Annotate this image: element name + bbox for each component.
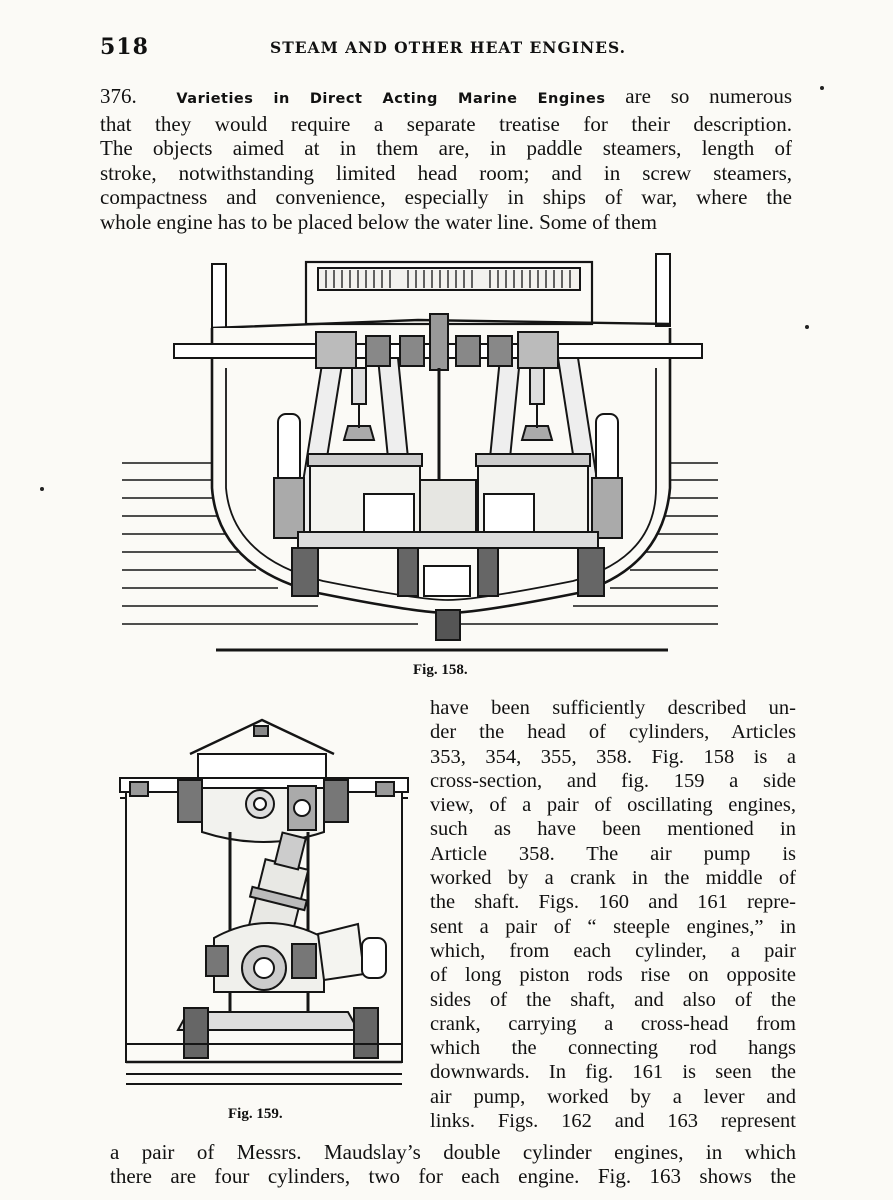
- column-line: worked by a crank in the middle of: [430, 867, 796, 890]
- column-line: der the head of cylinders, Articles: [430, 721, 796, 744]
- column-line: sent a pair of “ steeple engines,” in: [430, 915, 796, 938]
- column-line: which the connecting rod hangs: [430, 1037, 796, 1060]
- right-column-text: have been sufficiently described un- der…: [430, 696, 796, 1133]
- paragraph-line: The objects aimed at in them are, in pad…: [100, 136, 792, 160]
- column-line: Article 358. The air pump is: [430, 842, 796, 865]
- page-number: 518: [100, 34, 149, 60]
- ink-speck: [805, 325, 809, 329]
- column-line: such as have been mentioned in: [430, 818, 796, 841]
- section-number: 376.: [100, 84, 137, 108]
- paragraph-line: that they would require a separate treat…: [100, 111, 792, 136]
- ink-speck: [820, 86, 824, 90]
- column-line: the shaft. Figs. 160 and 161 repre-: [430, 891, 796, 914]
- column-line: links. Figs. 162 and 163 represent: [430, 1110, 796, 1133]
- paragraph-line: there are four cylinders, two for each e…: [110, 1164, 796, 1188]
- column-line: view, of a pair of oscillating engines,: [430, 794, 796, 817]
- column-line: crank, carrying a cross-head from: [430, 1012, 796, 1035]
- paragraph-line: compactness and convenience, especially …: [100, 185, 792, 209]
- section-title: Varieties in Direct Acting Marine Engine…: [176, 91, 606, 107]
- column-line: sides of the shaft, and also of the: [430, 988, 796, 1011]
- column-line: 353, 354, 355, 358. Fig. 158 is a: [430, 745, 796, 768]
- figure-158-engraving: [118, 248, 718, 658]
- running-head: STEAM AND OTHER HEAT ENGINES.: [270, 38, 626, 57]
- figure-159-engraving: [118, 712, 410, 1104]
- column-line: have been sufficiently described un-: [430, 697, 796, 719]
- paragraph-line-text: are so numerous: [605, 84, 792, 108]
- ink-speck: [40, 487, 44, 491]
- section-paragraph: 376. Varieties in Direct Acting Marine E…: [100, 84, 792, 234]
- paragraph-line: a pair of Messrs. Maudslay’s double cyli…: [110, 1140, 796, 1164]
- column-line: cross-section, and fig. 159 a side: [430, 769, 796, 792]
- paragraph-line: 376. Varieties in Direct Acting Marine E…: [100, 84, 792, 112]
- column-line: of long piston rods rise on opposite: [430, 964, 796, 987]
- column-line: which, from each cylinder, a pair: [430, 939, 796, 962]
- column-line: air pump, worked by a lever and: [430, 1085, 796, 1108]
- bottom-paragraph: a pair of Messrs. Maudslay’s double cyli…: [110, 1140, 796, 1188]
- figure-158-caption: Fig. 158.: [413, 662, 468, 678]
- paragraph-line: whole engine has to be placed below the …: [100, 209, 657, 234]
- column-line: downwards. In fig. 161 is seen the: [430, 1061, 796, 1084]
- paragraph-line: stroke, notwithstanding limited head roo…: [100, 160, 792, 185]
- figure-159-caption: Fig. 159.: [228, 1106, 283, 1122]
